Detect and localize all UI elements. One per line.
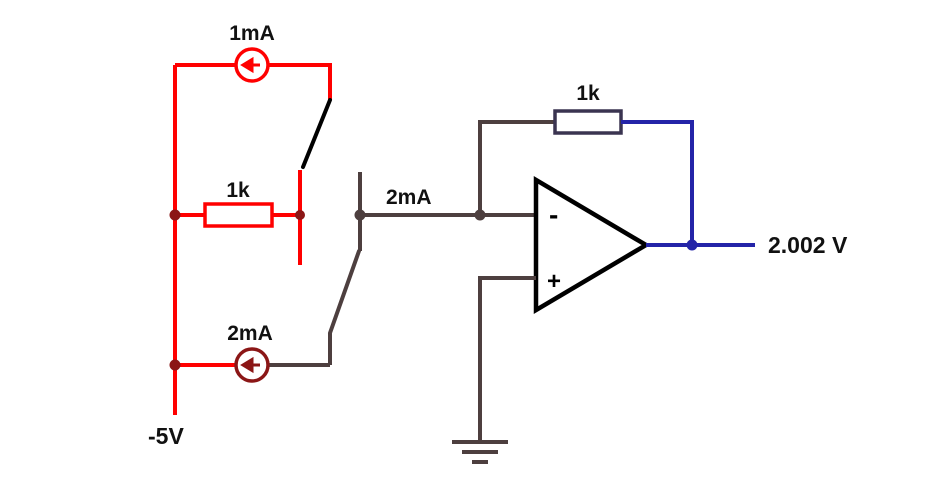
opamp-noninverting-pin-label: + [547,268,561,295]
current-arrow-left-icon [240,356,260,374]
current-source-1ma[interactable] [175,47,332,100]
switch-top-blade[interactable] [301,98,332,169]
wire-current-label: 2mA [386,186,432,209]
junction-dot [169,209,181,221]
wire-feedback-right [621,120,694,245]
ground-symbol-icon[interactable] [452,440,508,464]
source-bottom-label: 2mA [227,322,273,345]
wire-noninverting-to-ground [478,276,536,442]
source-top-label: 1mA [229,22,275,45]
resistor-feedback-body[interactable] [553,109,623,135]
current-arrow-left-icon [240,56,260,74]
junction-dot [169,359,181,371]
resistor-left-label: 1k [226,179,250,202]
junction-dot [295,210,305,220]
junction-dot [686,239,698,251]
ground-branch [452,276,536,464]
junction-dot [474,209,486,221]
switch-bottom-closed[interactable] [328,172,362,365]
wire-feedback-left [478,120,555,215]
feedback-network [478,109,694,245]
opamp[interactable]: - + [533,176,651,314]
switch-top-open[interactable] [298,98,332,265]
opamp-triangle[interactable] [533,176,651,314]
switch-bottom-blade[interactable] [328,249,361,335]
output-voltage-label: 2.002 V [768,232,848,258]
resistor-left-body[interactable] [203,202,274,228]
current-source-2ma[interactable] [175,347,330,383]
supply-label: -5V [148,423,184,449]
opamp-inverting-pin-label: - [549,199,558,230]
resistor-feedback-label: 1k [576,82,600,105]
wire-source1-right [269,63,332,100]
junction-dot [354,209,366,221]
resistor-left-1k[interactable] [175,202,300,228]
